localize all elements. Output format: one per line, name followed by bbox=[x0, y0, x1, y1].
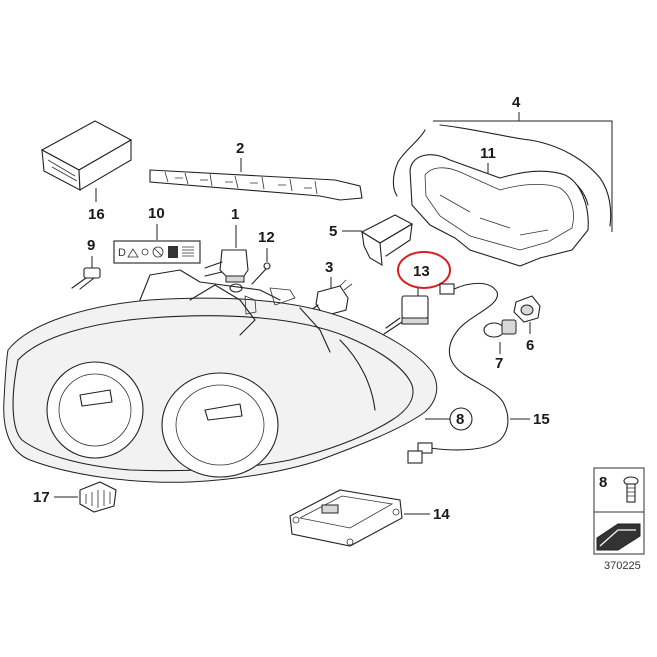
part-10-warning-label: D bbox=[113, 240, 201, 264]
callout-3: 3 bbox=[325, 259, 333, 276]
part-6-socket bbox=[513, 295, 541, 323]
callout-10: 10 bbox=[148, 205, 165, 222]
part-17-connector bbox=[79, 481, 117, 513]
callout-13-highlight-circle bbox=[397, 251, 451, 289]
part-9-bolt bbox=[71, 267, 101, 290]
part-7-small-bulb bbox=[483, 319, 517, 338]
bolt-icon bbox=[623, 476, 639, 503]
callout-8-ref-circle bbox=[449, 407, 473, 431]
callout-15: 15 bbox=[533, 411, 550, 428]
callout-5: 5 bbox=[329, 223, 337, 240]
callout-11: 11 bbox=[480, 145, 496, 162]
label-symbol-text: D bbox=[118, 247, 126, 259]
callout-8-box: 8 bbox=[599, 474, 607, 491]
part-5-bracket bbox=[360, 214, 414, 267]
part-14-control-module bbox=[289, 489, 403, 547]
callout-6: 6 bbox=[526, 337, 534, 354]
callout-9: 9 bbox=[87, 237, 95, 254]
part-13-xenon-bulb bbox=[383, 295, 429, 335]
reflector-left bbox=[46, 361, 144, 459]
reflector-right bbox=[161, 372, 279, 478]
part-8-reference-box: 8 bbox=[593, 467, 645, 555]
callout-1: 1 bbox=[231, 206, 239, 223]
callout-8-ref: 8 bbox=[456, 411, 464, 428]
part-2-bracket bbox=[149, 169, 363, 201]
callout-16: 16 bbox=[88, 206, 105, 223]
callout-17: 17 bbox=[33, 489, 50, 506]
part-11-housing bbox=[409, 154, 589, 267]
callout-12: 12 bbox=[258, 229, 275, 246]
headlight-assembly bbox=[3, 269, 438, 483]
catalog-number: 370225 bbox=[604, 560, 641, 572]
callout-4: 4 bbox=[512, 94, 521, 111]
part-12-screw bbox=[251, 262, 271, 285]
part-16-package bbox=[40, 120, 133, 191]
part-15-wiring-harness bbox=[407, 282, 509, 464]
callout-14: 14 bbox=[433, 506, 450, 523]
callout-7: 7 bbox=[495, 355, 503, 372]
leader-4 bbox=[433, 120, 613, 232]
callout-2: 2 bbox=[236, 140, 244, 157]
no-entry-icon bbox=[152, 246, 164, 258]
callout-13: 13 bbox=[413, 263, 430, 280]
